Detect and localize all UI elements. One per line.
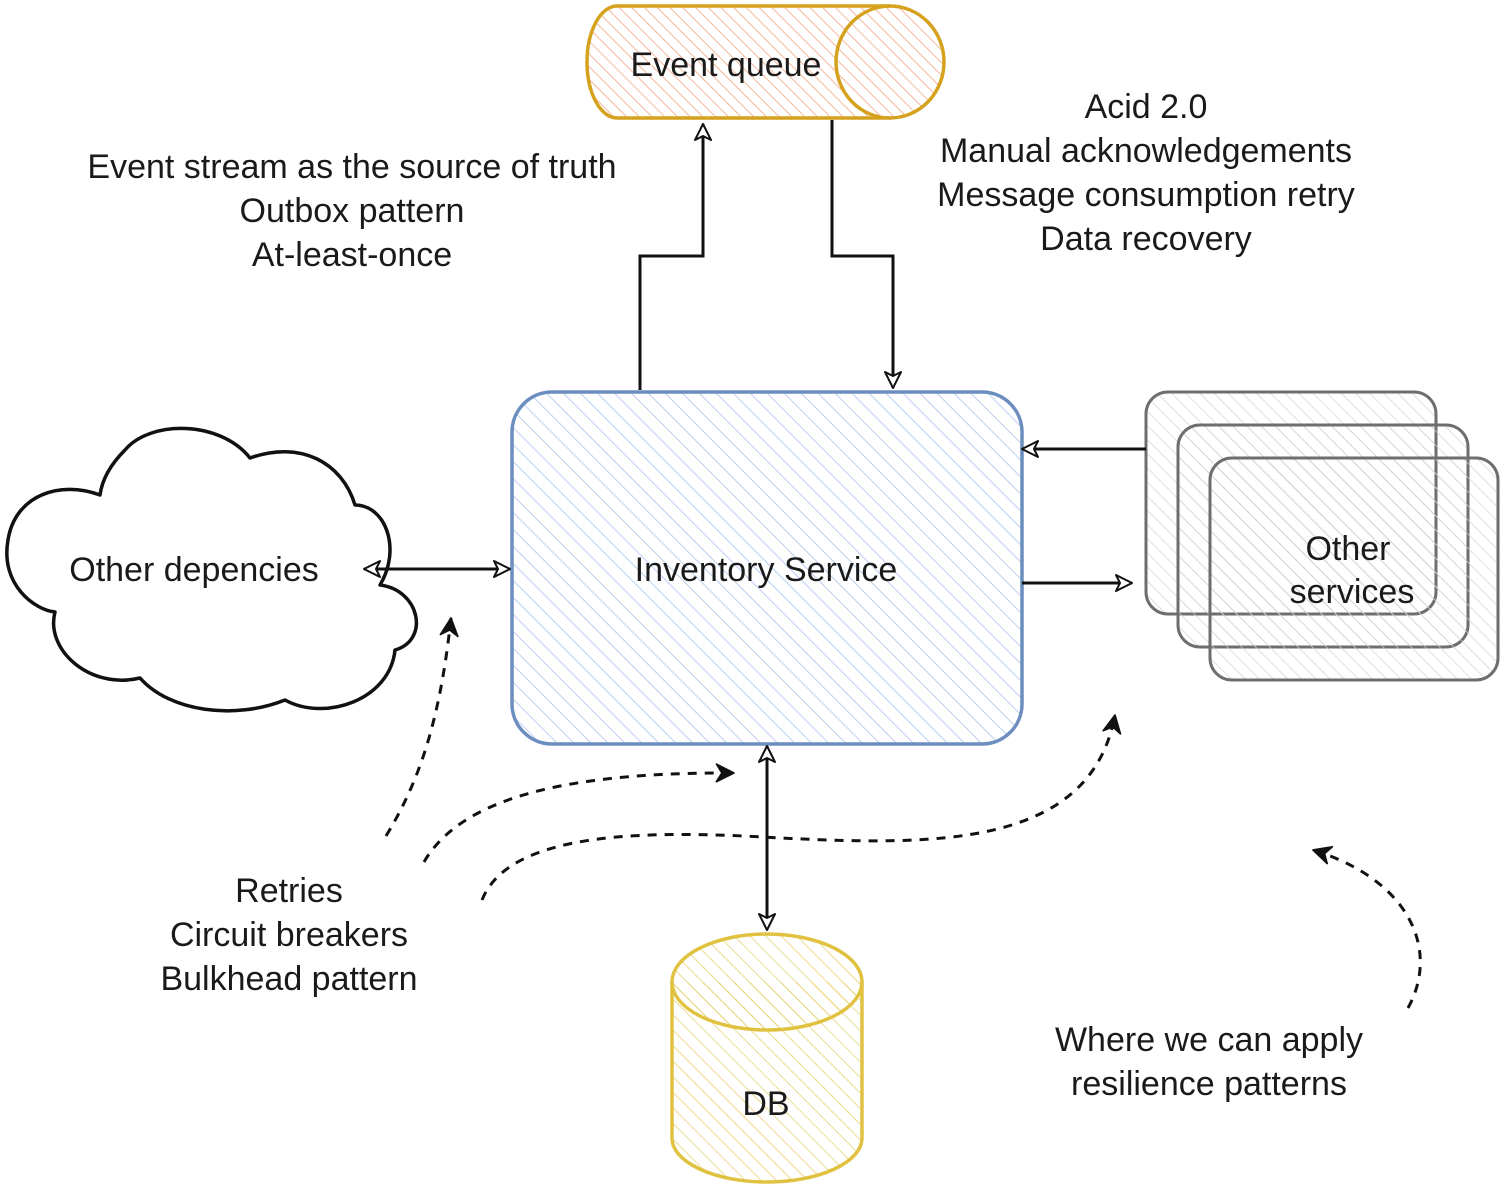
- other-services-label-line1: Other: [1305, 530, 1390, 568]
- sync-note-line: Retries: [235, 872, 343, 910]
- sync-note-line: Circuit breakers: [170, 916, 408, 954]
- publish-note-line: At-least-once: [252, 236, 452, 274]
- other-services-label-line2: services: [1290, 573, 1415, 611]
- publish-arrow: [638, 123, 712, 390]
- legend-note-line: resilience patterns: [1071, 1065, 1347, 1103]
- pointer-to-inventory: [422, 763, 735, 863]
- resilience-pointers: [384, 617, 1422, 1009]
- event-queue-label: Event queue: [631, 46, 822, 84]
- consume-note-line: Message consumption retry: [937, 176, 1355, 214]
- inventory-service-label: Inventory Service: [635, 551, 898, 589]
- db-label: DB: [742, 1085, 789, 1123]
- other-dependencies-label: Other depencies: [69, 551, 319, 589]
- other-services-node: Other services: [1144, 390, 1500, 682]
- consume-note-line: Manual acknowledgements: [940, 132, 1352, 170]
- consume-note-line: Data recovery: [1040, 220, 1252, 258]
- publish-notes: Event stream as the source of truth Outb…: [87, 148, 616, 274]
- publish-note-line: Outbox pattern: [240, 192, 465, 230]
- consume-arrow: [830, 120, 902, 389]
- consume-note-line: Acid 2.0: [1085, 88, 1208, 126]
- inventory-service-node: Inventory Service: [510, 390, 1024, 746]
- legend-pointer: [1312, 845, 1422, 1009]
- consume-notes: Acid 2.0 Manual acknowledgements Message…: [937, 88, 1355, 258]
- legend-notes: Where we can apply resilience patterns: [1055, 1021, 1363, 1103]
- other-dependencies-node: Other depencies: [5, 426, 419, 713]
- sync-note-line: Bulkhead pattern: [160, 960, 417, 998]
- sync-notes: Retries Circuit breakers Bulkhead patter…: [160, 872, 417, 998]
- connectors: [363, 120, 1146, 931]
- publish-note-line: Event stream as the source of truth: [87, 148, 616, 186]
- legend-note-line: Where we can apply: [1055, 1021, 1363, 1059]
- db-node: DB: [670, 932, 864, 1184]
- pointer-to-other-services: [480, 714, 1122, 901]
- event-queue-node: Event queue: [585, 4, 946, 120]
- pointer-to-dependencies: [384, 617, 459, 837]
